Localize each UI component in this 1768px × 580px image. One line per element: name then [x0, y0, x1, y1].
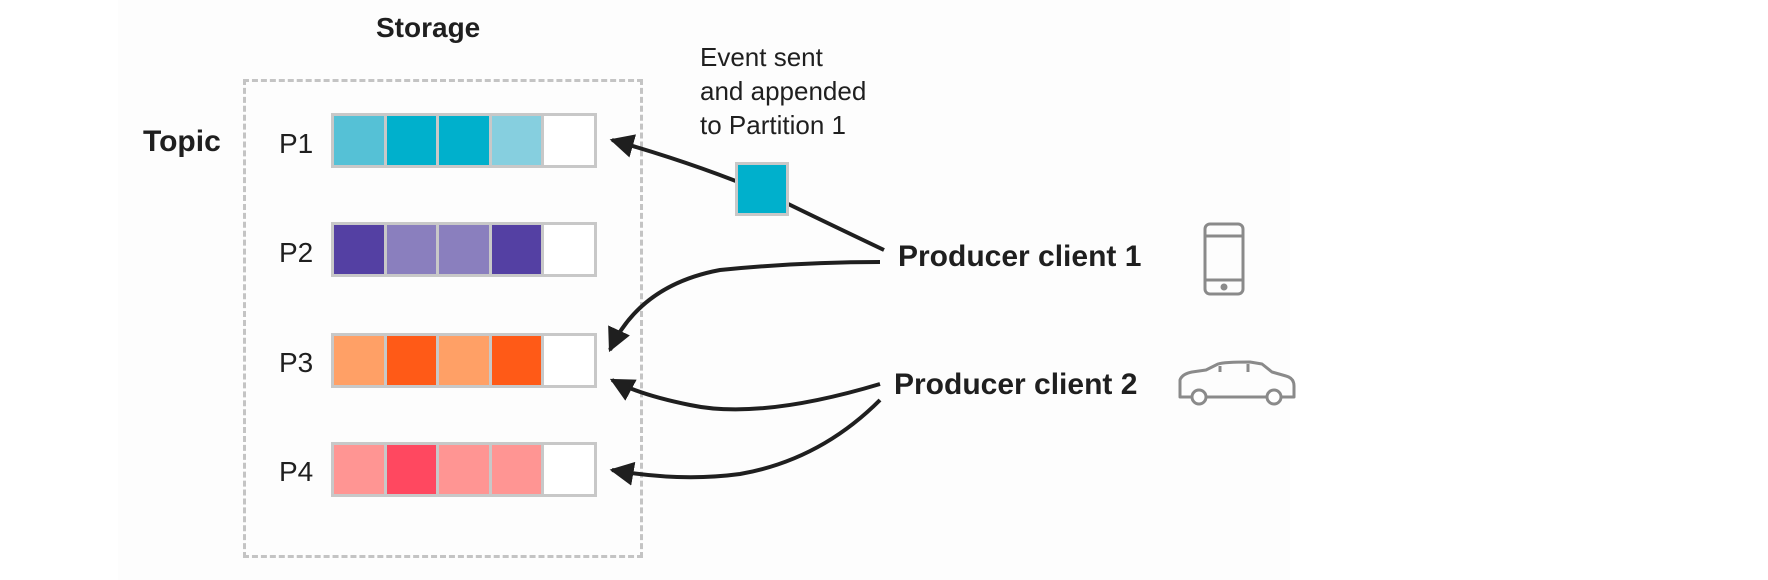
event-cell	[544, 336, 594, 385]
arrow-producer2-to-p3	[609, 378, 881, 412]
partition-p3	[331, 333, 597, 388]
event-cell	[386, 336, 437, 385]
event-cell	[386, 225, 437, 274]
storage-box	[243, 79, 643, 558]
partition-p1	[331, 113, 597, 168]
partition-p2	[331, 222, 597, 277]
event-cell	[334, 336, 384, 385]
diagram-canvas	[118, 0, 1290, 580]
event-cell	[544, 116, 594, 165]
event-cell	[544, 445, 594, 494]
topic-label: Topic	[143, 125, 221, 158]
partition-label-p4: P4	[279, 456, 314, 487]
car-icon	[1178, 360, 1296, 406]
partition-label-p3: P3	[279, 347, 314, 378]
event-cell	[491, 336, 542, 385]
producer-client-1-label: Producer client 1	[898, 240, 1142, 273]
producer-client-2-label: Producer client 2	[894, 368, 1138, 401]
event-cell	[334, 225, 384, 274]
event-cell	[439, 336, 489, 385]
partition-label-p2: P2	[279, 237, 314, 268]
event-box	[735, 162, 789, 216]
phone-icon	[1203, 222, 1245, 296]
partition-label-p1: P1	[279, 128, 314, 159]
event-annotation: Event sent and appended to Partition 1	[700, 42, 867, 140]
event-cell	[491, 445, 542, 494]
event-cell	[334, 445, 384, 494]
event-cell	[491, 116, 542, 165]
event-cell	[439, 445, 489, 494]
event-cell	[439, 225, 489, 274]
storage-title: Storage	[376, 12, 481, 43]
event-cell	[386, 445, 437, 494]
partition-p4	[331, 442, 597, 497]
arrow-producer2-to-p4	[609, 398, 882, 486]
event-cell	[491, 225, 542, 274]
event-cell	[386, 116, 437, 165]
arrow-producer1-to-p3	[608, 260, 881, 353]
event-cell	[334, 116, 384, 165]
event-cell	[544, 225, 594, 274]
event-cell	[439, 116, 489, 165]
